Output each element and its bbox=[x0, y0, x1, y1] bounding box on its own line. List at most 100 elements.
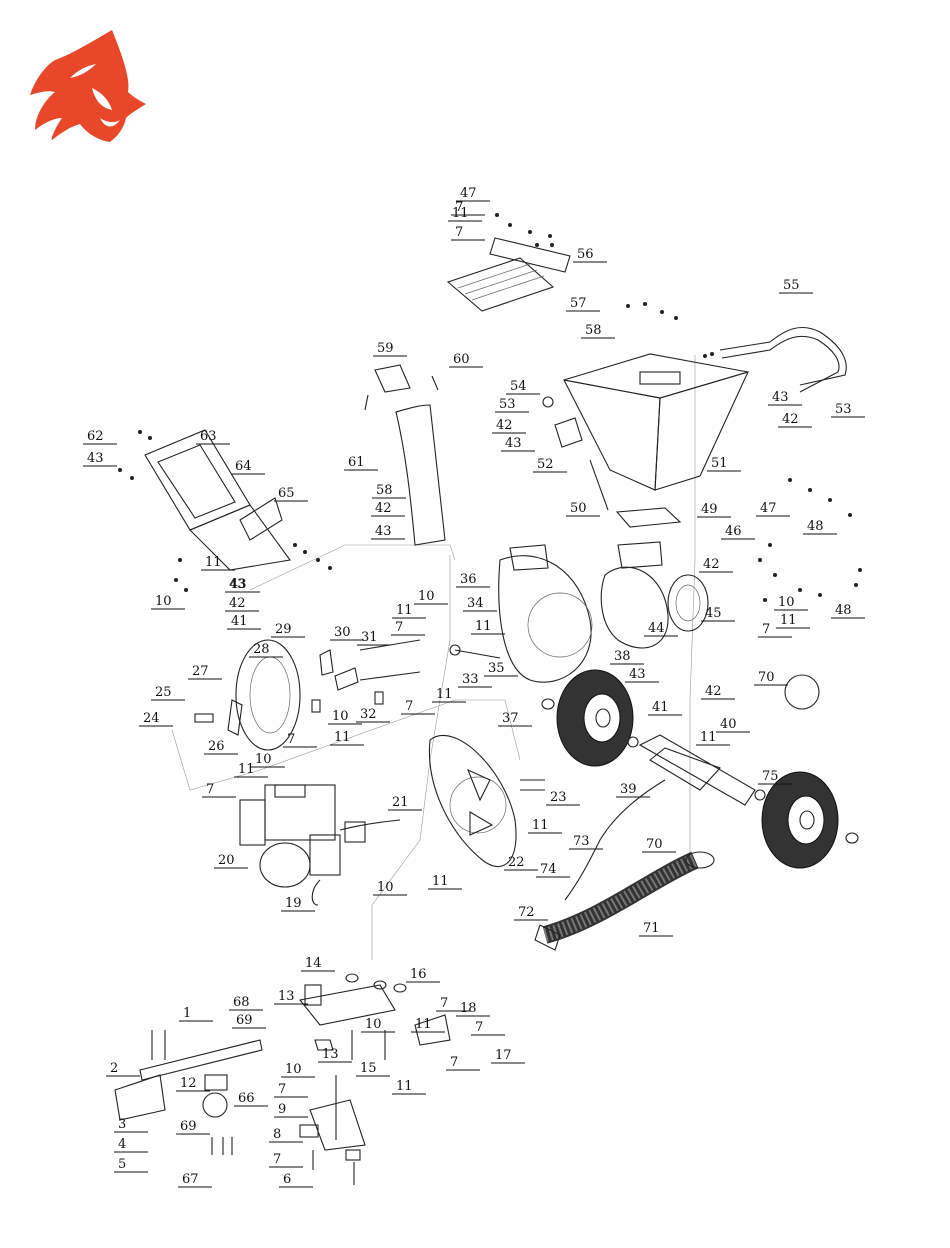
part-number: 42 bbox=[229, 596, 246, 611]
part-number: 50 bbox=[570, 501, 587, 516]
part-number: 69 bbox=[180, 1119, 197, 1134]
part-label-11c: 11 bbox=[392, 603, 426, 619]
part-label-47b: 47 bbox=[756, 501, 790, 517]
part-label-7l: 7 bbox=[446, 1055, 480, 1071]
part-label-11f: 11 bbox=[330, 730, 364, 746]
part-number: 7 bbox=[287, 732, 295, 747]
part-number: 67 bbox=[182, 1172, 199, 1187]
part-number: 13 bbox=[322, 1047, 339, 1062]
part-label-10f: 10 bbox=[774, 595, 808, 611]
part-label-40: 40 bbox=[716, 717, 750, 733]
part-number: 63 bbox=[200, 429, 217, 444]
part-number: 2 bbox=[110, 1061, 118, 1076]
part-number: 33 bbox=[462, 672, 479, 687]
part-label-35: 35 bbox=[484, 661, 518, 677]
part-number: 48 bbox=[807, 519, 824, 534]
part-label-60: 60 bbox=[449, 352, 483, 368]
part-label-63: 63 bbox=[196, 429, 230, 445]
part-label-65: 65 bbox=[274, 486, 308, 502]
blade-disc bbox=[428, 734, 517, 868]
part-number: 9 bbox=[278, 1102, 286, 1117]
part-label-2: 2 bbox=[106, 1061, 140, 1077]
part-number: 61 bbox=[348, 455, 365, 470]
part-number: 11 bbox=[334, 730, 351, 745]
part-number: 7 bbox=[206, 782, 214, 797]
part-label-13a: 13 bbox=[274, 989, 308, 1005]
part-number: 68 bbox=[233, 995, 250, 1010]
part-number: 27 bbox=[192, 664, 209, 679]
discharge-chute bbox=[364, 364, 446, 546]
part-label-71: 71 bbox=[639, 921, 673, 937]
part-number: 7 bbox=[440, 996, 448, 1011]
part-label-52: 52 bbox=[533, 457, 567, 473]
part-number: 7 bbox=[395, 620, 403, 635]
part-number: 45 bbox=[705, 606, 722, 621]
part-label-51: 51 bbox=[707, 456, 741, 472]
part-number: 18 bbox=[460, 1001, 477, 1016]
part-number: 11 bbox=[436, 687, 453, 702]
part-number: 57 bbox=[570, 296, 587, 311]
part-number: 73 bbox=[573, 834, 590, 849]
part-label-36: 36 bbox=[456, 572, 490, 588]
part-label-55: 55 bbox=[779, 278, 813, 294]
part-number: 43 bbox=[505, 436, 522, 451]
part-label-75: 75 bbox=[758, 769, 792, 785]
part-number: 8 bbox=[273, 1127, 281, 1142]
part-label-11h: 11 bbox=[528, 818, 562, 834]
base-frame bbox=[114, 973, 451, 1185]
part-label-16: 16 bbox=[406, 967, 440, 983]
part-number: 7 bbox=[762, 622, 770, 637]
part-number: 39 bbox=[620, 782, 637, 797]
part-number: 31 bbox=[361, 630, 378, 645]
bolt-ring-right bbox=[758, 478, 862, 602]
part-label-70b: 70 bbox=[642, 837, 676, 853]
part-label-32: 32 bbox=[356, 707, 390, 723]
part-label-45: 45 bbox=[701, 606, 735, 622]
part-label-10c: 10 bbox=[328, 709, 362, 725]
part-number: 54 bbox=[510, 379, 527, 394]
part-number: 23 bbox=[550, 790, 567, 805]
part-number: 3 bbox=[118, 1117, 126, 1132]
part-label-7j: 7 bbox=[436, 996, 470, 1012]
part-number: 71 bbox=[643, 921, 660, 936]
part-number: 10 bbox=[365, 1017, 382, 1032]
vacuum-hose bbox=[534, 779, 715, 951]
part-number: 24 bbox=[143, 711, 160, 726]
housing-cover bbox=[600, 507, 709, 649]
part-number: 17 bbox=[495, 1048, 512, 1063]
part-number: 10 bbox=[418, 589, 435, 604]
part-number: 10 bbox=[778, 595, 795, 610]
part-label-74: 74 bbox=[536, 862, 570, 878]
part-number: 43 bbox=[230, 577, 247, 592]
part-label-8: 8 bbox=[269, 1127, 303, 1143]
part-label-26: 26 bbox=[204, 739, 238, 755]
part-number: 46 bbox=[725, 524, 742, 539]
part-label-69b: 69 bbox=[176, 1119, 210, 1135]
part-number: 40 bbox=[720, 717, 737, 732]
part-number: 4 bbox=[118, 1137, 126, 1152]
part-number: 69 bbox=[236, 1013, 253, 1028]
part-number: 7 bbox=[405, 699, 413, 714]
part-label-7e: 7 bbox=[269, 1152, 303, 1168]
part-label-14: 14 bbox=[301, 956, 335, 972]
part-number: 25 bbox=[155, 685, 172, 700]
part-label-13b: 13 bbox=[318, 1047, 352, 1063]
part-label-47a: 47 bbox=[456, 186, 490, 202]
part-label-68: 68 bbox=[229, 995, 263, 1011]
part-number: 75 bbox=[762, 769, 779, 784]
part-label-7d: 7 bbox=[274, 1082, 308, 1098]
part-number: 10 bbox=[155, 594, 172, 609]
part-label-25: 25 bbox=[151, 685, 185, 701]
part-label-61: 61 bbox=[344, 455, 378, 471]
part-number: 15 bbox=[360, 1061, 377, 1076]
part-number: 53 bbox=[835, 402, 852, 417]
axle bbox=[638, 734, 766, 806]
part-label-41a: 41 bbox=[227, 614, 261, 630]
part-label-38: 38 bbox=[610, 649, 644, 665]
part-label-11k: 11 bbox=[696, 730, 730, 746]
part-label-70a: 70 bbox=[754, 670, 788, 686]
part-label-20: 20 bbox=[214, 853, 248, 869]
part-number: 42 bbox=[703, 557, 720, 572]
part-number: 66 bbox=[238, 1091, 255, 1106]
part-number: 42 bbox=[496, 418, 513, 433]
